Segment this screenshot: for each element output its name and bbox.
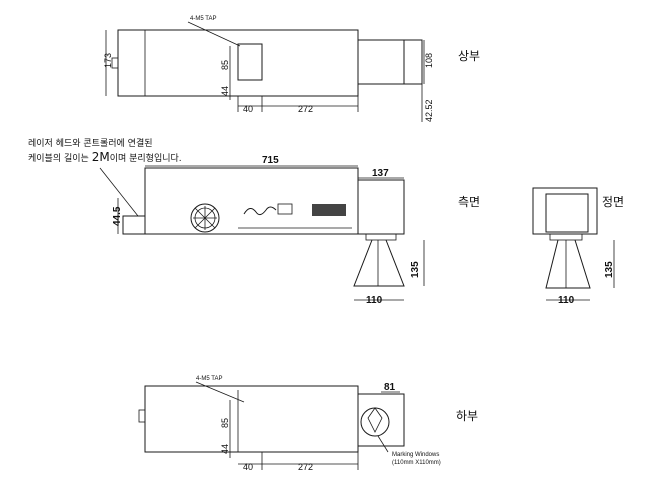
bottom-view: 4-M5 TAP 81 85 44 40 272 Marking Windows…: [138, 376, 478, 472]
side-dim-135: 135: [410, 261, 421, 278]
front-view: 135 110 정면: [532, 187, 624, 306]
bottom-dim-81: 81: [384, 382, 396, 393]
front-lens: [549, 233, 583, 241]
top-dim-4252: 42.52: [424, 99, 434, 122]
cable-leader: [99, 167, 139, 217]
side-main-body: [144, 167, 359, 235]
front-head-inner: [545, 193, 589, 233]
bottom-main-body: [144, 385, 359, 453]
marking-label-line2: (110mm X110mm): [392, 460, 441, 466]
top-mount-plate: [237, 43, 263, 81]
top-head-block: [357, 39, 405, 85]
top-view: 4-M5 TAP 173 85 44 40 272 108 42.52 상부: [103, 16, 480, 122]
side-view: 레이저 헤드와 콘트롤러에 연결된 케이블의 길이는 2M이며 분리형입니다. …: [28, 137, 480, 306]
top-dim-272: 272: [298, 104, 313, 114]
bottom-dim-272: 272: [298, 462, 313, 472]
side-cable-connector: [122, 215, 146, 235]
front-dim-110: 110: [558, 295, 575, 306]
bottom-dim-44: 44: [220, 444, 230, 454]
cable-note-line1: 레이저 헤드와 콘트롤러에 연결된: [28, 137, 153, 149]
bottom-view-title: 하부: [456, 409, 478, 423]
top-head-cap: [403, 39, 423, 85]
bottom-lens-icon: [367, 407, 383, 433]
side-view-title: 측면: [458, 195, 480, 209]
side-barcode: [312, 204, 346, 216]
marking-leader: [377, 435, 389, 453]
side-dim-445: 44.5: [112, 206, 123, 226]
side-lens: [365, 233, 397, 241]
top-dim-85: 85: [220, 60, 230, 70]
side-beam-cone: [353, 239, 405, 287]
top-tap-label: 4-M5 TAP: [190, 16, 216, 22]
front-view-title: 정면: [602, 195, 624, 209]
side-head-block: [357, 179, 405, 235]
top-view-title: 상부: [458, 49, 480, 63]
bottom-tap-label: 4-M5 TAP: [196, 376, 222, 382]
front-beam-cone: [545, 239, 591, 289]
bottom-tap-leader: [195, 381, 245, 403]
top-tap-leader: [187, 21, 241, 47]
front-head-outline: [532, 187, 598, 235]
cable-note-line2: 케이블의 길이는 2M이며 분리형입니다.: [28, 150, 182, 164]
side-dim-715: 715: [262, 155, 279, 166]
bottom-dim-85: 85: [220, 418, 230, 428]
bottom-head-block: [357, 393, 405, 447]
top-dim-108: 108: [424, 53, 434, 68]
side-dim-110: 110: [366, 295, 383, 306]
fan-icon: [190, 203, 220, 233]
top-dim-173: 173: [103, 53, 113, 68]
brand-logo-signature: [243, 206, 277, 216]
top-dim-40: 40: [243, 104, 253, 114]
brand-logo-mark: [277, 203, 293, 215]
front-dim-135: 135: [604, 261, 615, 278]
top-connector: [111, 57, 119, 69]
bottom-dim-40: 40: [243, 462, 253, 472]
marking-label-line1: Marking Windows: [392, 452, 439, 458]
side-dim-137: 137: [372, 168, 389, 179]
bottom-connector: [138, 409, 146, 423]
top-dim-44: 44: [220, 86, 230, 96]
